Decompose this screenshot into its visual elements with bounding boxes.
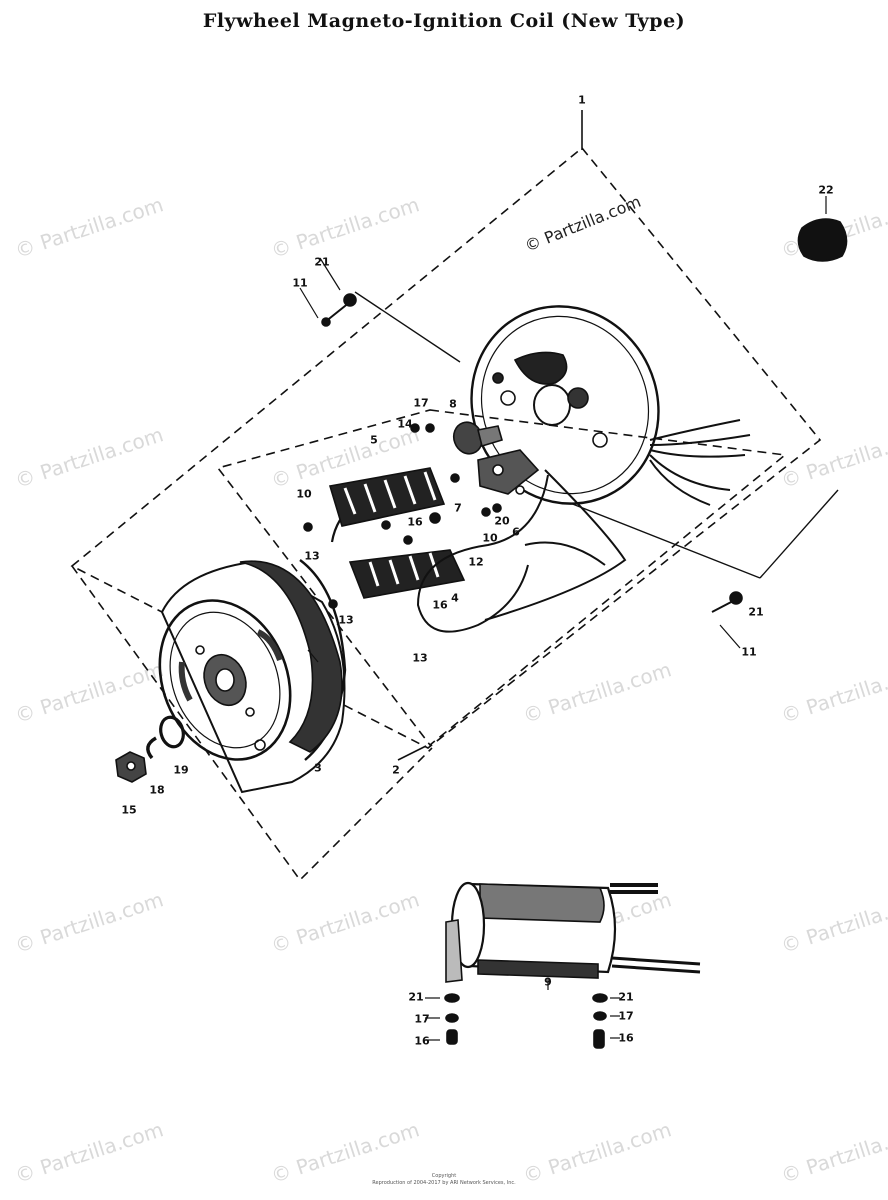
condenser [452, 421, 503, 455]
assembly-outline-2 [216, 409, 787, 747]
callout-8: 8 [449, 397, 457, 411]
callout-6: 6 [512, 525, 520, 539]
diagram-title: Flywheel Magneto-Ignition Coil (New Type… [202, 10, 686, 32]
callout-10: 10 [482, 531, 498, 545]
callout-10: 10 [296, 487, 312, 501]
plain-washer [159, 715, 185, 749]
callout-13: 13 [304, 549, 320, 563]
wire-harness [416, 419, 751, 633]
callout-4: 4 [451, 591, 459, 605]
callout-19: 19 [173, 763, 189, 777]
callout-21: 21 [748, 605, 764, 619]
leader-line [719, 624, 741, 649]
lock-washer [146, 736, 157, 760]
callout-13: 13 [412, 651, 428, 665]
footer-reproduction: Reproduction of 2004-2017 by ARI Network… [372, 1180, 516, 1186]
screw-lower [569, 489, 839, 613]
leader-line [307, 649, 319, 663]
flywheel-nut [115, 751, 147, 783]
stator-base-plate [470, 305, 660, 505]
callout-17: 17 [414, 1012, 430, 1026]
callout-15: 15 [121, 803, 137, 817]
callout-14: 14 [397, 417, 413, 431]
callout-16: 16 [407, 515, 423, 529]
callout-9: 9 [544, 975, 552, 989]
callout-11: 11 [741, 645, 757, 659]
callout-18: 18 [149, 783, 165, 797]
ignition-coil-detail [445, 881, 701, 983]
callout-21: 21 [618, 990, 634, 1004]
callout-13: 13 [338, 613, 354, 627]
callout-21: 21 [314, 255, 330, 269]
footer-copyright: Copyright [431, 1173, 457, 1179]
callout-21: 21 [408, 990, 424, 1004]
ignition-coil-upper [328, 467, 446, 543]
detail-fasteners [444, 993, 608, 1049]
callout-2: 2 [392, 763, 400, 777]
callout-5: 5 [370, 433, 378, 447]
callout-11: 11 [292, 276, 308, 290]
callout-22: 22 [818, 183, 834, 197]
callout-12: 12 [468, 555, 484, 569]
callout-3: 3 [314, 761, 322, 775]
callout-7: 7 [454, 501, 462, 515]
callout-16: 16 [618, 1031, 634, 1045]
assembly-outline-1 [70, 146, 822, 749]
flywheel-rotor [158, 559, 347, 794]
callout-17: 17 [413, 396, 429, 410]
callout-16: 16 [414, 1034, 430, 1048]
small-screws [303, 423, 502, 609]
screw-upper [321, 291, 461, 363]
callout-20: 20 [494, 514, 510, 528]
leader-line [299, 287, 319, 319]
callout-17: 17 [618, 1009, 634, 1023]
contact-breaker [477, 449, 540, 495]
assembly-outline-lower [71, 565, 433, 882]
leader-line [397, 745, 427, 761]
grommet [797, 218, 848, 262]
callout-16: 16 [432, 598, 448, 612]
leader-line [319, 257, 341, 291]
ignition-coil-lower [348, 549, 466, 599]
callout-1: 1 [578, 93, 586, 107]
